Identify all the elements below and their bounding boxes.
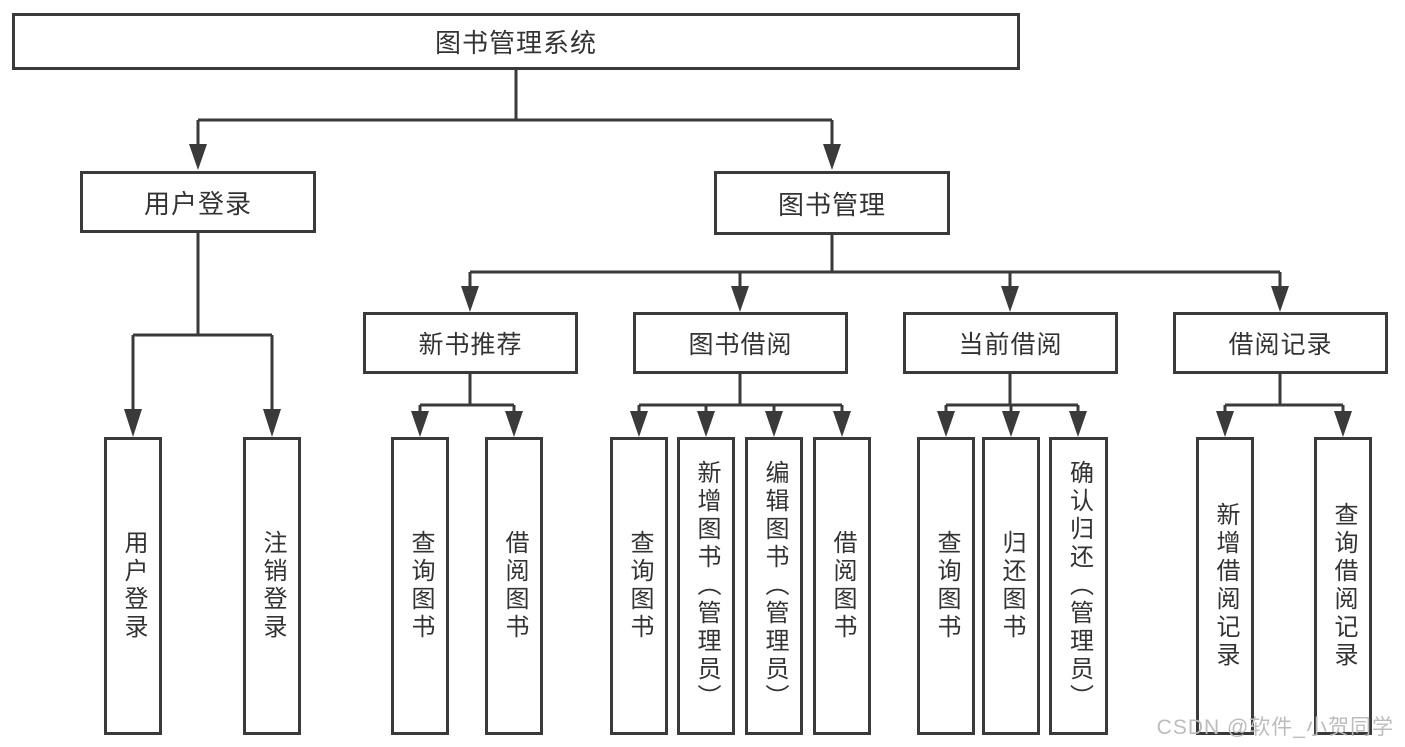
node-label: 借阅图书 (501, 530, 528, 642)
node-label: 查询借阅记录 (1330, 502, 1357, 670)
leaf-add-books-admin: 新增图书（管理员） (677, 437, 735, 735)
node-label: 确认归还（管理员） (1065, 460, 1093, 712)
node-borrowing-records: 借阅记录 (1173, 312, 1388, 374)
node-label: 当前借阅 (958, 331, 1063, 359)
node-label: 用户登录 (120, 530, 147, 642)
leaf-logout: 注销登录 (243, 437, 301, 735)
node-label: 借阅记录 (1228, 331, 1333, 359)
node-label: 查询图书 (933, 530, 960, 642)
node-label: 编辑图书（管理员） (761, 460, 788, 712)
leaf-query-borrow-record: 查询借阅记录 (1314, 437, 1372, 735)
node-label: 归还图书 (998, 530, 1025, 642)
leaf-confirm-return-admin: 确认归还（管理员） (1049, 437, 1108, 735)
node-label: 新增图书（管理员） (693, 460, 720, 712)
node-label: 查询图书 (626, 530, 653, 642)
node-label: 查询图书 (407, 530, 434, 642)
node-book-management: 图书管理 (714, 171, 950, 235)
leaf-return-books: 归还图书 (982, 437, 1040, 735)
node-label: 图书借阅 (688, 331, 793, 359)
node-label: 注销登录 (259, 530, 286, 642)
node-book-borrowing: 图书借阅 (633, 312, 848, 374)
node-current-borrowing: 当前借阅 (903, 312, 1118, 374)
node-label: 借阅图书 (829, 530, 856, 642)
leaf-query-books-recommend: 查询图书 (391, 437, 449, 735)
node-label: 用户登录 (143, 188, 252, 219)
node-label: 新增借阅记录 (1212, 502, 1239, 670)
leaf-borrow-books-recommend: 借阅图书 (485, 437, 543, 735)
leaf-add-borrow-record: 新增借阅记录 (1196, 437, 1254, 735)
leaf-edit-books-admin: 编辑图书（管理员） (745, 437, 803, 735)
node-user-login: 用户登录 (80, 171, 316, 233)
node-label: 图书管理系统 (434, 28, 597, 58)
leaf-user-login: 用户登录 (104, 437, 162, 735)
node-label: 图书管理 (777, 189, 886, 220)
leaf-query-books-current: 查询图书 (917, 437, 975, 735)
csdn-watermark: CSDN @软件_小贺同学 (1156, 716, 1394, 739)
node-library-management-system: 图书管理系统 (12, 13, 1020, 70)
node-label: 新书推荐 (418, 331, 523, 359)
node-new-book-recommend: 新书推荐 (363, 312, 578, 374)
leaf-query-books-borrowing: 查询图书 (610, 437, 668, 735)
leaf-borrow-books-borrowing: 借阅图书 (813, 437, 871, 735)
